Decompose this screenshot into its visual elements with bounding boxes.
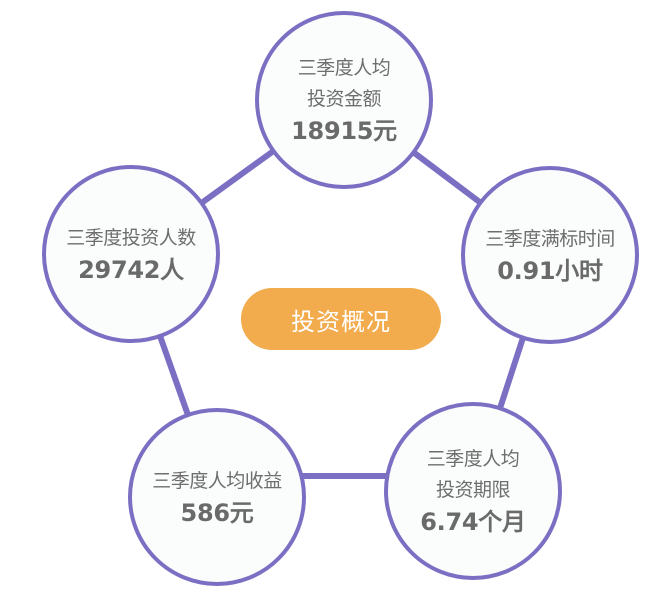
stat-label-line-1: 三季度人均 <box>426 448 520 470</box>
stat-value: 586元 <box>180 498 254 527</box>
center-title-pill: 投资概况 <box>241 288 441 350</box>
stat-value: 29742人 <box>78 255 184 284</box>
stat-label-line-2: 投资期限 <box>435 479 511 501</box>
stat-node-investor-count: 三季度投资人数 29742人 <box>42 165 220 343</box>
stat-value: 18915元 <box>291 117 397 145</box>
stat-node-avg-return: 三季度人均收益 586元 <box>128 408 306 586</box>
stat-label-line-2: 投资金额 <box>306 88 382 110</box>
stat-node-avg-investment-term: 三季度人均 投资期限 6.74个月 <box>384 402 562 580</box>
stat-label-line-1: 三季度人均收益 <box>152 469 282 492</box>
stat-value: 6.74个月 <box>420 508 526 536</box>
stat-value: 0.91小时 <box>497 256 603 285</box>
stat-label-line-1: 三季度投资人数 <box>66 226 196 249</box>
stat-node-avg-investment-amount: 三季度人均 投资金额 18915元 <box>255 11 433 189</box>
stat-label-line-1: 三季度满标时间 <box>485 227 615 250</box>
stat-label-line-1: 三季度人均 <box>297 57 391 79</box>
stat-node-full-bid-time: 三季度满标时间 0.91小时 <box>461 166 639 344</box>
